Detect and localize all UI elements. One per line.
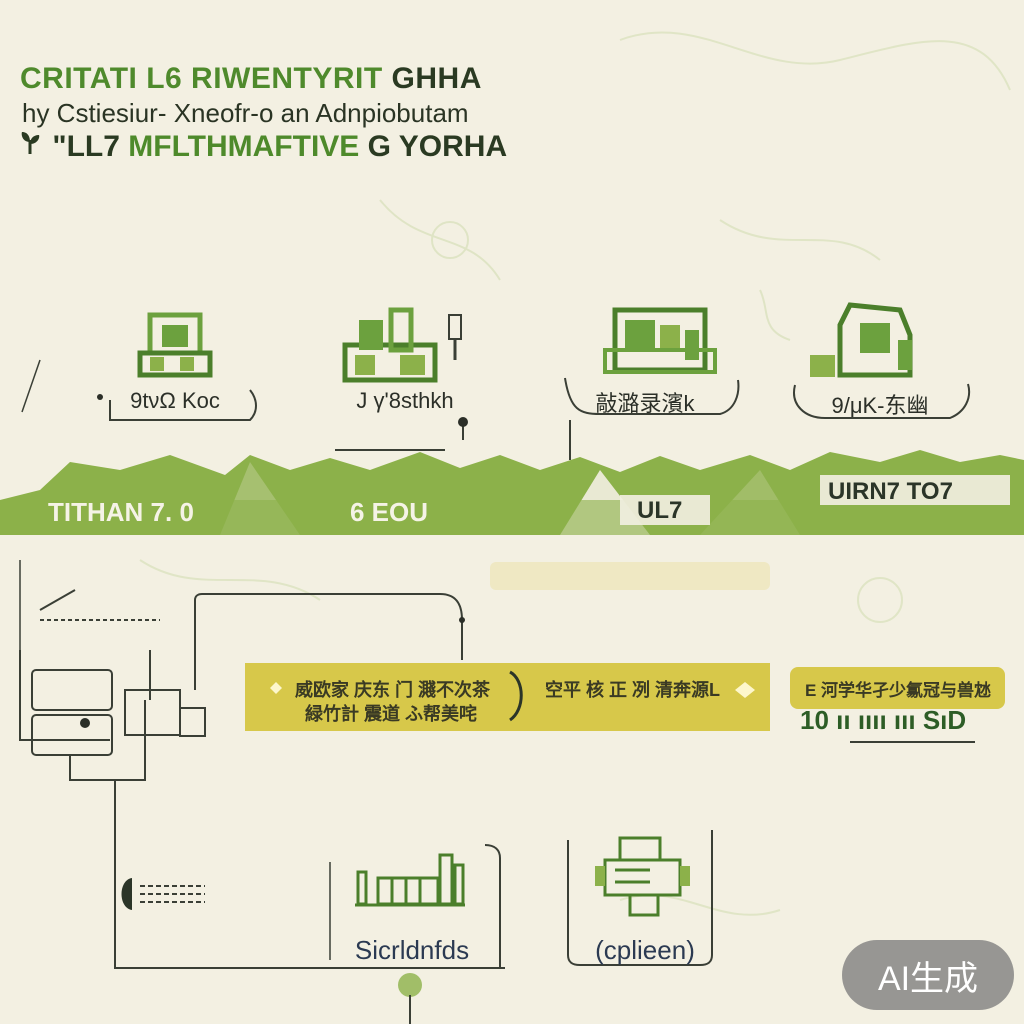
ai-generated-badge: AI生成 bbox=[842, 940, 1014, 1010]
plug-arrow-icon bbox=[121, 878, 205, 910]
plant-icon-4 bbox=[810, 302, 913, 378]
yellow-bar-right bbox=[790, 667, 1005, 709]
factory-icon-1 bbox=[137, 312, 213, 378]
node-label-2: J γ'8sthkh bbox=[356, 388, 454, 413]
code-readout: 10 ıı ıııı ııı SıD bbox=[800, 705, 967, 735]
machine-icon-right bbox=[567, 830, 713, 966]
machine-icon-left bbox=[19, 589, 206, 781]
yellow-left-line-1: 威欧家 庆东 门 濺不次茶 bbox=[295, 680, 491, 700]
bar-chart-icon bbox=[355, 853, 465, 907]
node-label-1: 9tνΩ Kοc bbox=[130, 388, 220, 413]
plant-icon-3 bbox=[603, 307, 717, 374]
node-label-4: 9/μK-东幽 bbox=[831, 393, 929, 418]
yellow-left-line-2: 緑竹計 震道 ふ帮美咤 bbox=[305, 704, 478, 724]
caption-right: (cplieen) bbox=[595, 935, 695, 965]
refinery-icon bbox=[342, 307, 462, 383]
yellow-bar-main bbox=[245, 663, 770, 731]
yellow-right-line: E 河学华孑少氱冠与兽沊 bbox=[805, 681, 992, 700]
band-label-2: 6 EOU bbox=[350, 497, 429, 527]
title-line-3: "LL7 MFLTHMAFTIVE G YORHA bbox=[18, 130, 507, 164]
node-label-3: 敲潞录濱k bbox=[595, 391, 695, 416]
sprout-icon bbox=[21, 132, 40, 154]
band-label-3: UL7 bbox=[637, 497, 683, 524]
band-label-1: TITHAN 7. 0 bbox=[48, 497, 194, 527]
subtitle-line: hy Cstiesiur- Xneofr-o an Adnpiobutam bbox=[22, 98, 469, 128]
caption-left: Sicrldnfds bbox=[354, 935, 470, 965]
yellow-mid-line: 空平 核 正 冽 清奔源L bbox=[545, 680, 720, 700]
title-line-1: CRITATI L6 RIWENTYRIT GHHA bbox=[20, 62, 482, 95]
title-3-prefix-icon bbox=[18, 130, 44, 164]
band-label-4: UIRN7 TO7 bbox=[828, 478, 953, 505]
